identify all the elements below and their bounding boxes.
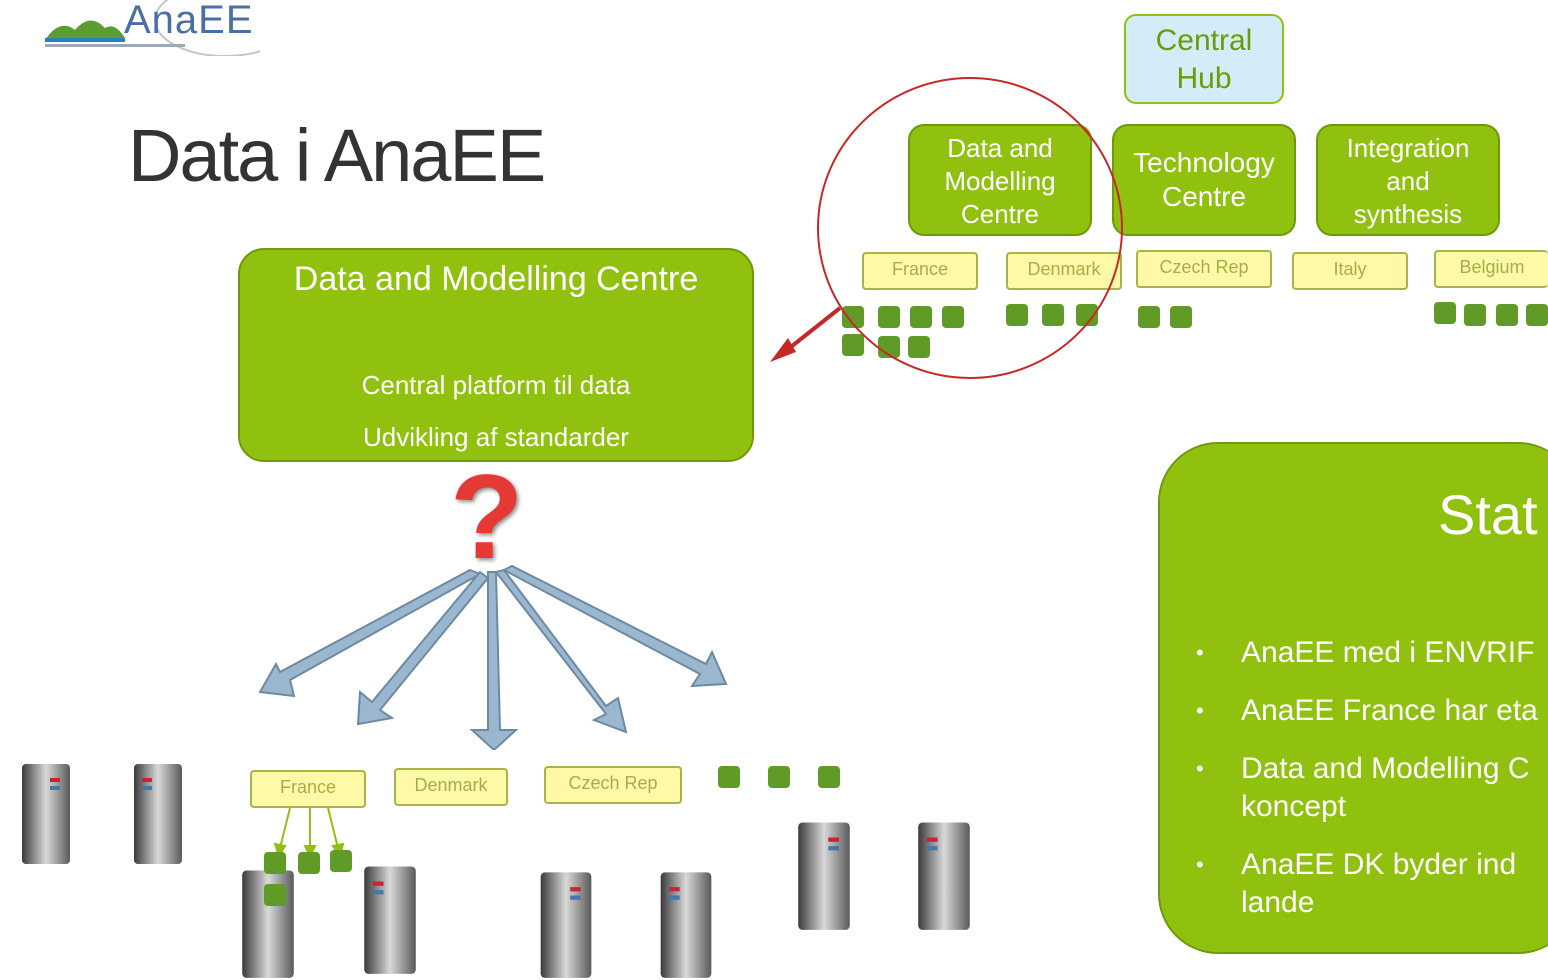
site-square [1170,306,1192,328]
site-square [1006,304,1028,326]
centre-box-technology: Technology Centre [1112,124,1296,236]
site-square [1496,304,1518,326]
logo-text: AnaEE [124,0,254,42]
country-box-czech: Czech Rep [1136,250,1272,288]
server-icon [540,872,592,978]
country-box-czech-bottom: Czech Rep [544,766,682,804]
status-bullet: AnaEE med i ENVRIF [1196,634,1538,672]
site-square [1464,304,1486,326]
pointer-arrowhead [770,338,796,362]
site-square [878,306,900,328]
site-square [264,884,286,906]
site-square [298,852,320,874]
site-square [718,766,740,788]
country-box-belgium: Belgium [1434,250,1548,288]
site-square [768,766,790,788]
status-box-title: Stat [1438,483,1538,546]
logo: AnaEE [40,0,296,57]
centre-box-integration: Integration and synthesis [1316,124,1500,236]
site-square [910,306,932,328]
server-icon [798,822,850,930]
page-title: Data i AnaEE [128,114,546,197]
server-icon [242,870,294,978]
site-square [1138,306,1160,328]
site-square [1042,304,1064,326]
server-icon [134,764,182,864]
country-box-denmark-bottom: Denmark [394,768,508,806]
site-square [264,852,286,874]
central-hub-box: Central Hub [1124,14,1284,104]
server-icon [22,764,70,864]
site-square [842,334,864,356]
site-square [942,306,964,328]
status-bullet: AnaEE DK byder ind lande [1196,846,1538,922]
dmc-box-line2: Udvikling af standarder [363,422,629,452]
site-square [908,336,930,358]
dmc-box: Data and Modelling Centre Central platfo… [238,248,754,462]
dmc-box-line1: Central platform til data [361,370,631,400]
status-bullet: AnaEE France har eta [1196,692,1538,730]
status-bullets: AnaEE med i ENVRIF AnaEE France har eta … [1196,634,1538,942]
dmc-box-title: Data and Modelling Centre [293,260,699,298]
centre-box-data-modelling: Data and Modelling Centre [908,124,1092,236]
distribution-arrows-icon [258,564,728,750]
server-icon [364,866,416,974]
status-bullet: Data and Modelling C koncept [1196,750,1538,826]
site-square [1076,304,1098,326]
site-square [818,766,840,788]
site-square [842,306,864,328]
site-square [330,850,352,872]
server-icon [660,872,712,978]
highlight-circle [817,77,1123,379]
site-square [1526,304,1548,326]
country-box-italy: Italy [1292,252,1408,290]
server-icon [918,822,970,930]
country-box-france-bottom: France [250,770,366,808]
country-box-denmark: Denmark [1006,252,1122,290]
site-square [1434,302,1456,324]
question-mark-icon: ? [450,450,524,584]
country-box-france: France [862,252,978,290]
